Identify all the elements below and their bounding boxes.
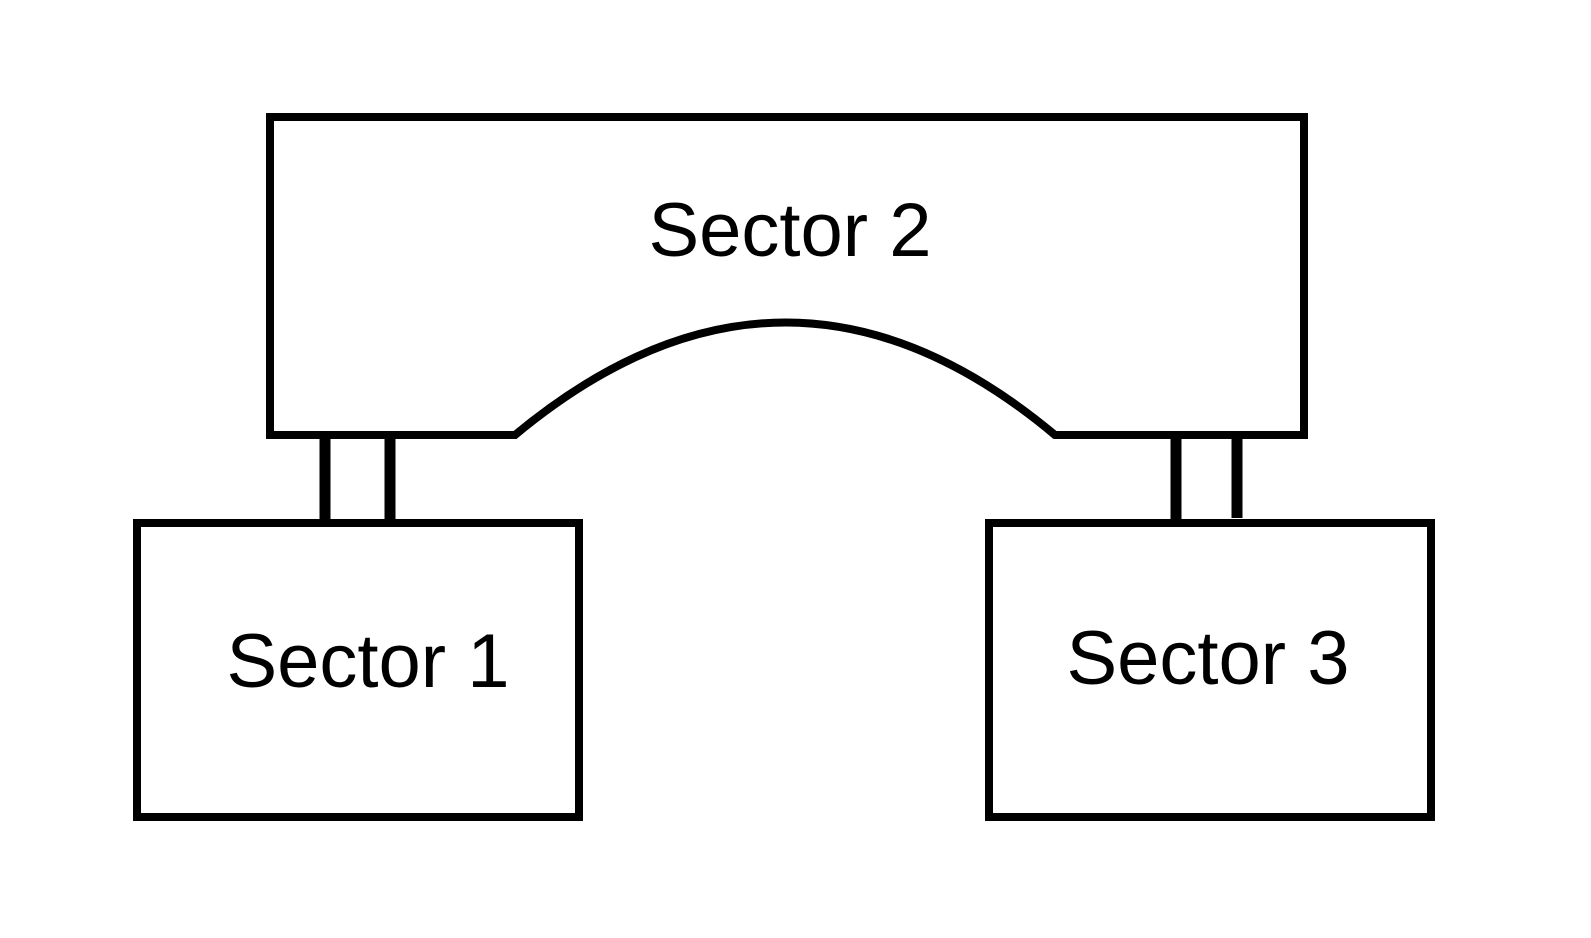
sector-2-label: Sector 2 [648,188,931,273]
sector-1-block: Sector 1 [133,519,583,821]
sector-1-label: Sector 1 [226,619,509,704]
sector-1-outline [133,519,583,821]
sector-2-outline [266,113,1308,439]
connector-sector-1-sector-2 [319,435,396,523]
sector-3-outline [985,519,1435,821]
connector-sector-2-sector-3 [1170,435,1243,523]
sector-3-label: Sector 3 [1066,616,1349,701]
sector-2-block: Sector 2 [266,113,1308,439]
sector-3-block: Sector 3 [985,519,1435,821]
